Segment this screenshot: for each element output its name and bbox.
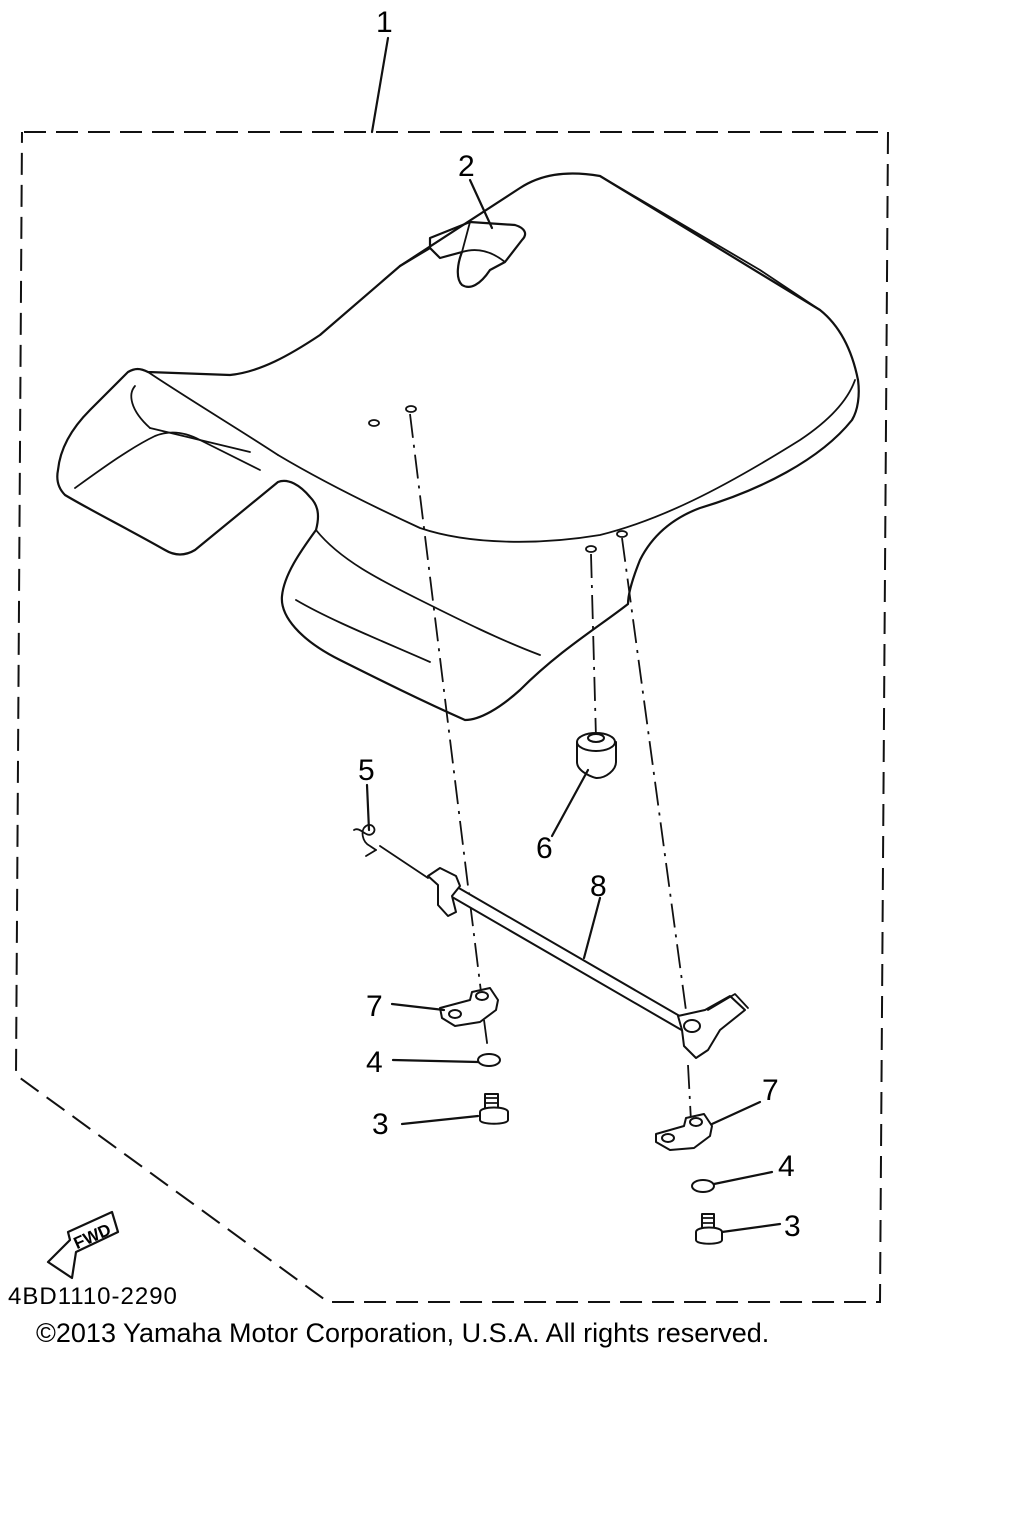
leader-5 bbox=[365, 783, 371, 832]
mount-holes bbox=[368, 405, 628, 553]
leader-4-left bbox=[391, 1058, 480, 1064]
collar-7-right bbox=[655, 1113, 713, 1151]
seat-hook bbox=[398, 220, 527, 288]
diagram-canvas: FWD 1 2 3 3 4 4 5 6 7 7 8 4BD1110-2290 bbox=[8, 6, 890, 1310]
fwd-arrow-icon: FWD bbox=[46, 1210, 120, 1280]
callout-6: 6 bbox=[536, 832, 553, 865]
callout-1: 1 bbox=[376, 6, 393, 39]
collar-7-left bbox=[439, 987, 499, 1027]
callout-3-right: 3 bbox=[784, 1210, 801, 1243]
seat-body bbox=[56, 172, 860, 722]
leader-8 bbox=[582, 896, 602, 960]
damper-6 bbox=[576, 732, 617, 779]
center-lines bbox=[409, 413, 693, 1141]
callout-4-left: 4 bbox=[366, 1046, 383, 1079]
leader-2 bbox=[468, 178, 494, 230]
callout-8: 8 bbox=[590, 870, 607, 903]
callout-7-right: 7 bbox=[762, 1074, 779, 1107]
rod-8 bbox=[427, 867, 749, 1059]
spring-5 bbox=[353, 824, 429, 879]
leader-4-right bbox=[712, 1170, 774, 1186]
assembly-boundary bbox=[14, 131, 890, 1303]
leader-7-right bbox=[710, 1100, 762, 1126]
washer-4-right bbox=[691, 1179, 715, 1193]
callout-5: 5 bbox=[358, 754, 375, 787]
leader-1 bbox=[370, 36, 390, 134]
bolt-3-right bbox=[695, 1213, 723, 1245]
fwd-label: FWD bbox=[71, 1220, 114, 1253]
callout-3-left: 3 bbox=[372, 1108, 389, 1141]
callout-7-left: 7 bbox=[366, 990, 383, 1023]
washer-4-left bbox=[477, 1053, 501, 1067]
copyright-notice: ©2013 Yamaha Motor Corporation, U.S.A. A… bbox=[36, 1318, 770, 1348]
drawing-code: 4BD1110-2290 bbox=[8, 1283, 178, 1310]
leader-6 bbox=[550, 768, 590, 838]
leader-3-right bbox=[720, 1222, 782, 1234]
callout-2: 2 bbox=[458, 150, 475, 183]
bolt-3-left bbox=[479, 1093, 509, 1125]
callout-4-right: 4 bbox=[778, 1150, 795, 1183]
leader-7-left bbox=[390, 1002, 446, 1012]
leader-3-left bbox=[400, 1114, 480, 1126]
